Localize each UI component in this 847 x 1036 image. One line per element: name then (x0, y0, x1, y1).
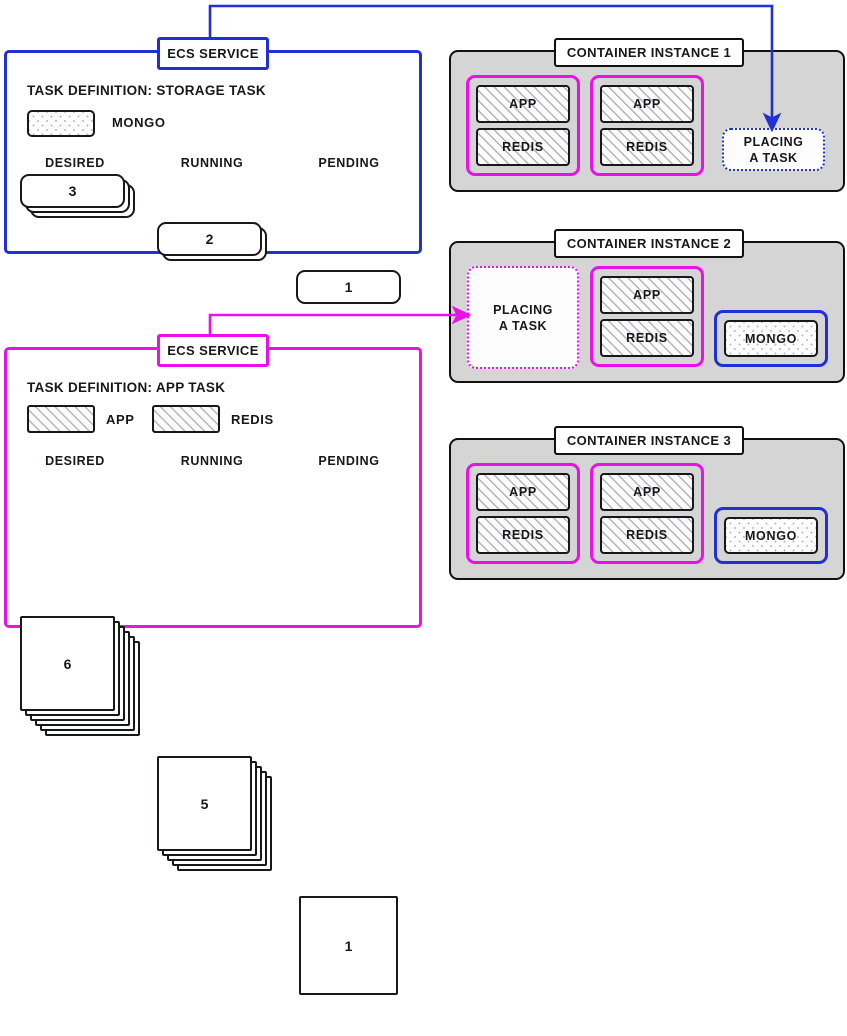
container-instance-2-title: CONTAINER INSTANCE 2 (554, 229, 744, 258)
instance-2-placing-line-2: A TASK (498, 318, 548, 333)
app-desired-label: DESIRED (45, 454, 105, 468)
instance-1-task-group-2: APP REDIS (590, 75, 704, 176)
storage-pending-label: PENDING (318, 156, 380, 170)
instance-1-task-group-1-redis: REDIS (476, 128, 570, 166)
storage-pending-value: 1 (296, 270, 401, 304)
instance-1-placing-line-1: PLACING (743, 134, 804, 149)
storage-running-value: 2 (157, 222, 262, 256)
container-instance-1-title: CONTAINER INSTANCE 1 (554, 38, 744, 67)
instance-1-placing-a-task: PLACING A TASK (722, 128, 825, 171)
app-desired-value: 6 (20, 616, 115, 711)
instance-3-task-group-1-redis: REDIS (476, 516, 570, 554)
instance-3-task-group-1-app: APP (476, 473, 570, 511)
instance-2-mongo-container: MONGO (724, 320, 818, 357)
instance-2-placing-a-task: PLACING A TASK (467, 266, 579, 369)
storage-running-stack: 2 (157, 222, 282, 270)
app-running-label: RUNNING (180, 454, 244, 468)
container-instance-3-title: CONTAINER INSTANCE 3 (554, 426, 744, 455)
redis-legend-label: REDIS (231, 412, 274, 427)
instance-1-task-group-2-redis: REDIS (600, 128, 694, 166)
instance-1-placing-line-2: A TASK (749, 150, 798, 165)
app-service-panel (4, 347, 422, 628)
app-service-tag: ECS SERVICE (157, 334, 269, 367)
instance-3-mongo-group: MONGO (714, 507, 828, 564)
instance-3-mongo-container: MONGO (724, 517, 818, 554)
storage-desired-stack: 3 (20, 174, 145, 222)
storage-desired-value: 3 (20, 174, 125, 208)
instance-3-task-group-2-app: APP (600, 473, 694, 511)
app-desired-stack: 6 (20, 616, 160, 756)
instance-1-task-group-1-app: APP (476, 85, 570, 123)
instance-1-task-group-2-app: APP (600, 85, 694, 123)
app-task-definition-label: TASK DEFINITION: APP TASK (27, 380, 226, 395)
app-pending-label: PENDING (318, 454, 380, 468)
storage-desired-label: DESIRED (45, 156, 105, 170)
app-legend-label: APP (106, 412, 135, 427)
mongo-legend-label: MONGO (112, 115, 166, 130)
instance-3-task-group-2-redis: REDIS (600, 516, 694, 554)
storage-task-definition-label: TASK DEFINITION: STORAGE TASK (27, 83, 266, 98)
instance-2-task-group-1-app: APP (600, 276, 694, 314)
app-legend-swatch (27, 405, 95, 433)
instance-1-task-group-1: APP REDIS (466, 75, 580, 176)
storage-service-tag: ECS SERVICE (157, 37, 269, 70)
instance-2-mongo-group: MONGO (714, 310, 828, 367)
app-running-stack: 5 (157, 756, 297, 896)
app-pending-stack: 1 (299, 896, 439, 1036)
app-pending-value: 1 (299, 896, 398, 995)
storage-running-label: RUNNING (180, 156, 244, 170)
instance-3-task-group-1: APP REDIS (466, 463, 580, 564)
storage-pending-stack: 1 (296, 270, 421, 318)
redis-legend-swatch (152, 405, 220, 433)
app-running-value: 5 (157, 756, 252, 851)
mongo-legend-swatch (27, 110, 95, 137)
instance-2-placing-line-1: PLACING (493, 302, 553, 317)
instance-2-task-group-1-redis: REDIS (600, 319, 694, 357)
instance-3-task-group-2: APP REDIS (590, 463, 704, 564)
instance-2-task-group-1: APP REDIS (590, 266, 704, 367)
